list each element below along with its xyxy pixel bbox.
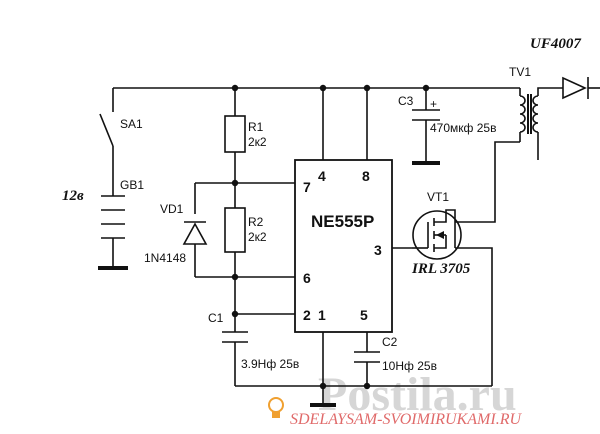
transformer-tv1: [519, 94, 539, 134]
diode-part: 1N4148: [144, 251, 186, 265]
resistor-r1: [224, 115, 246, 153]
pin-6-label: 6: [303, 270, 311, 286]
drain-wire: [455, 141, 520, 223]
pin-8-label: 8: [362, 168, 370, 184]
wires: [112, 87, 600, 405]
mosfet-vt1: [412, 209, 462, 260]
mosfet-part: IRL 3705: [411, 261, 471, 277]
c3-plus: +: [430, 97, 437, 111]
junction-dots: [231, 84, 430, 390]
r1-ref: R1: [248, 120, 264, 134]
capacitor-c2: [354, 351, 380, 363]
secondary-top-lead: [537, 87, 563, 96]
transformer-ref: TV1: [509, 65, 531, 79]
battery-voltage: 12в: [62, 188, 84, 204]
diode-vd1: [182, 221, 208, 245]
pin-2-label: 2: [303, 307, 311, 323]
c2-ref: C2: [382, 335, 398, 349]
resistor-r2: [224, 207, 246, 253]
pin-3-label: 3: [374, 242, 382, 258]
watermark-site: SDELAYSAM-SVOIMIRUKAMI.RU: [290, 411, 522, 428]
battery-label: GB1: [120, 178, 144, 192]
mosfet-ref: VT1: [427, 190, 449, 204]
lamp-icon: [268, 397, 284, 418]
output-diode-part: UF4007: [530, 36, 581, 52]
r2-value: 2к2: [248, 230, 267, 244]
c1-value: 3.9Нф 25в: [241, 357, 299, 371]
chip-name: NE555P: [311, 212, 374, 231]
pin-1-label: 1: [318, 307, 326, 323]
watermark-main: Postila.ru: [318, 368, 517, 421]
output-diode-uf4007: [562, 76, 589, 100]
ne555-chip: [294, 159, 393, 333]
r1-value: 2к2: [248, 135, 267, 149]
diode-ref: VD1: [160, 202, 184, 216]
r2-ref: R2: [248, 215, 264, 229]
mosfet-arrow: [436, 231, 444, 239]
pin-7-label: 7: [303, 179, 311, 195]
c3-ref: C3: [398, 94, 414, 108]
c3-value: 470мкф 25в: [430, 121, 496, 135]
pin-4-label: 4: [318, 168, 326, 184]
c1-ref: C1: [208, 311, 224, 325]
battery-gb1: [98, 195, 128, 270]
switch-sa1: [99, 113, 114, 147]
source-wire: [455, 247, 493, 386]
c2-value: 10Нф 25в: [382, 359, 437, 373]
switch-label: SA1: [120, 117, 143, 131]
pin-5-label: 5: [360, 307, 368, 323]
capacitor-c3: [412, 109, 440, 165]
capacitor-c1: [222, 331, 248, 343]
